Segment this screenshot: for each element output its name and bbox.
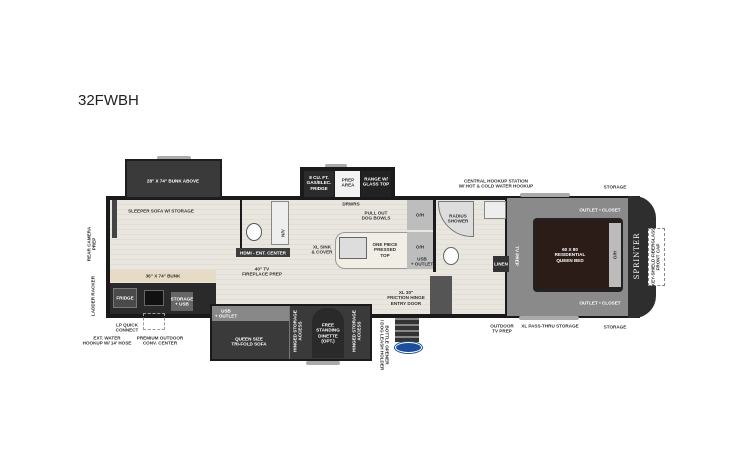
storage-top-label: STORAGE <box>603 184 627 190</box>
nv-label: N/V <box>280 229 286 237</box>
storage-usb-label: STORAGE + USB <box>170 296 194 307</box>
fridge-label: 8 CU. FT. GAS/ELEC. FRIDGE <box>306 175 332 191</box>
toilet-main <box>443 247 459 265</box>
outlet-closet-bottom-label: OUTLET • CLOSET <box>579 300 621 306</box>
model-title: 32FWBH <box>78 92 139 109</box>
lp-label: LP QUICK CONNECT <box>115 322 139 333</box>
sprinter-label: SPRINTER <box>632 232 641 280</box>
hinged-storage-2-label: HINGED STORAGE ACCESS <box>351 310 362 352</box>
top-label: ONE PIECE PRESSED TOP <box>372 242 398 258</box>
usb-outlet-left-label: USB + OUTLET <box>214 308 238 319</box>
entry-steps <box>395 318 419 342</box>
outlet-closet-top-label: OUTLET • CLOSET <box>579 207 621 213</box>
rear-sofa-back <box>112 200 117 238</box>
cooktop <box>144 290 164 306</box>
mid-wall-top <box>298 196 508 200</box>
oh2-label: O/H <box>415 244 425 250</box>
storage-bottom-label: STORAGE <box>603 324 627 330</box>
bedroom-top-storage <box>520 193 570 197</box>
front-cap-outline <box>648 228 665 286</box>
brand-logo <box>395 342 422 353</box>
pass-thru-storage-door <box>519 316 579 320</box>
ent-center <box>236 248 290 257</box>
bath-wall <box>433 200 436 272</box>
range <box>361 171 391 197</box>
oh3-label: O/H <box>612 250 618 260</box>
hinged-storage-1-label: HINGED STORAGE ACCESS <box>292 310 303 352</box>
tv-fireplace-label: 40" TV FIREPLACE PREP <box>242 266 282 277</box>
range-label: RANGE W/ GLASS TOP <box>362 176 390 187</box>
sofa-label: QUEEN SIZE TRI-FOLD SOFA <box>231 336 267 347</box>
bath-sink <box>484 201 506 219</box>
hdmi-label: HDMI - ENT. CENTER <box>240 250 286 256</box>
kitchen-topper <box>325 164 347 168</box>
overhead-1 <box>407 200 433 230</box>
bunk-label: 36" X 74" BUNK <box>145 273 181 279</box>
prep-area <box>335 171 360 197</box>
hookup-label: CENTRAL HOOKUP STATION W/ HOT & COLD WAT… <box>458 178 534 189</box>
dinette-label: FREE STANDING DINETTE (OPT.) <box>316 322 340 344</box>
fridge-small <box>113 288 137 308</box>
fridge <box>304 171 334 197</box>
conv-center-outline <box>143 313 165 330</box>
bunk-slide <box>125 159 222 199</box>
partition-wall <box>240 200 242 248</box>
bunk-bed <box>110 270 216 282</box>
mid-wall-bottom <box>300 314 510 318</box>
linen-label: LINEN <box>494 261 508 267</box>
toilet-rear <box>246 223 262 241</box>
front-cap-label: KEY-SHIELD FIBERGLASS FRONT CAP <box>650 227 661 287</box>
queen-bed <box>533 218 623 292</box>
usb-outlet-kitchen-label: USB + OUTLET <box>410 256 434 267</box>
slide-bottom-topper <box>306 361 340 365</box>
ext-water-label: EXT. WATER HOOKUP W/ 14' HOSE <box>82 335 132 346</box>
storage-usb-block <box>171 292 193 311</box>
pass-thru-label: XL PASS-THRU STORAGE <box>521 323 579 329</box>
sink <box>339 237 367 259</box>
fridge-small-label: FRIDGE <box>116 295 134 301</box>
sink-label: XL SINK & COVER <box>311 244 333 255</box>
shower-label: RADIUS SHOWER <box>447 213 469 224</box>
overhead-2 <box>407 232 433 269</box>
entry-door-label: XL 30" FRICTION HINGE ENTRY DOOR <box>387 290 425 306</box>
rear-camera-label: REAR CAMERA PREP <box>86 226 97 262</box>
sofa-slide <box>210 304 372 361</box>
ladder-racker-label: LADDER RACKER <box>90 275 96 317</box>
drwrs-label: DRWRS <box>342 201 360 207</box>
bottle-opener-label: BOTTLE OPENER / DOG LEASH HOLDER <box>379 319 390 371</box>
bed-label: 60 X 80 RESIDENTIAL QUEEN BED <box>554 247 586 263</box>
tv-prep-label: TV PREP <box>514 246 520 266</box>
bunk-above-label: 28" X 74" BUNK ABOVE <box>146 178 200 184</box>
usb-outlet-area <box>212 306 290 321</box>
dinette-divider <box>289 307 290 359</box>
entry-closet <box>430 276 452 314</box>
conv-center-label: PREMIUM OUTDOOR CONV. CENTER <box>136 335 184 346</box>
dog-bowls-label: PULL OUT DOG BOWLS <box>361 210 391 221</box>
oh1-label: O/H <box>415 212 425 218</box>
sleeper-sofa-label: SLEEPER SOFA W/ STORAGE <box>128 208 194 214</box>
dinette <box>312 308 344 358</box>
slide-topper <box>157 156 191 160</box>
linen-closet <box>493 256 509 272</box>
outdoor-tv-label: OUTDOOR TV PREP <box>490 323 514 334</box>
bed-overhead <box>609 223 621 287</box>
prep-label: PREP AREA <box>341 177 355 188</box>
vanity-rear <box>271 201 289 245</box>
